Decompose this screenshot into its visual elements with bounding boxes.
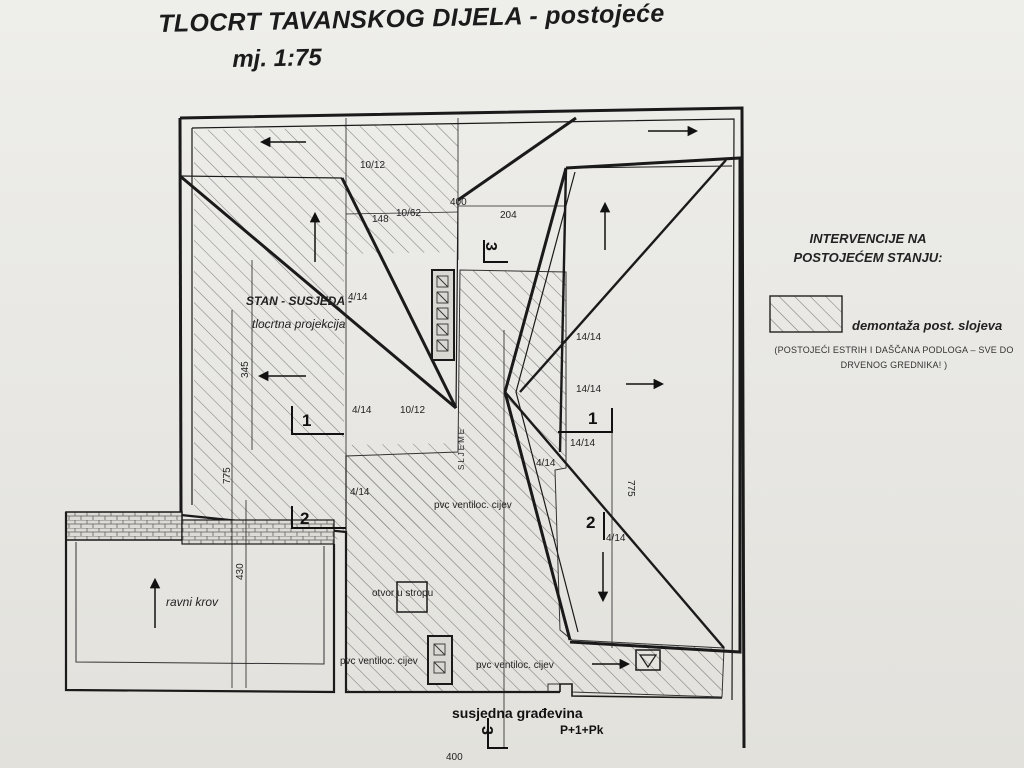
neighbor-building-floors: P+1+Pk [560, 723, 604, 737]
section-2-right: 2 [586, 513, 595, 532]
section-1-right: 1 [588, 409, 597, 428]
chimney-lower [427, 635, 453, 685]
chimney-upper [431, 269, 455, 361]
legend-hatch-swatch [769, 295, 843, 333]
vent-label-left: pvc ventiloc. cijev [340, 656, 418, 667]
demolition-area-center [345, 269, 725, 698]
flat-roof [64, 511, 336, 694]
dim-400-bottom: 400 [446, 752, 463, 763]
beam-1414-a: 14/14 [576, 332, 601, 343]
beam-1414-c: 14/14 [570, 438, 595, 449]
outer-walls [178, 106, 746, 749]
flat-roof-label: ravni krov [166, 595, 219, 609]
slope-arrows [149, 125, 699, 670]
beam-1012-top: 10/12 [360, 160, 385, 171]
dim-148: 148 [372, 214, 389, 225]
demolition-area-left [194, 128, 456, 540]
dim-775-right: 775 [625, 480, 636, 497]
beam-414-c: 4/14 [350, 487, 370, 498]
dim-1062: 10/62 [396, 208, 421, 219]
section-3-top: 3 [482, 242, 499, 251]
neighbor-building-label: susjedna građevina [452, 705, 583, 721]
section-2-left: 2 [300, 509, 309, 528]
dim-400-top: 400 [450, 197, 467, 208]
ridge-label: SLJEME [457, 427, 466, 470]
dim-345: 345 [240, 361, 251, 378]
ceiling-opening-label: otvor u stropu [372, 588, 433, 599]
dim-430: 430 [235, 563, 246, 580]
vent-label-center: pvc ventiloc. cijev [434, 500, 512, 511]
section-1-left: 1 [302, 411, 311, 430]
vent-symbol [635, 649, 661, 671]
section-3-bottom: 3 [478, 726, 495, 735]
legend-heading: INTERVENCIJE NA POSTOJEĆEM STANJU: [793, 231, 943, 265]
beam-414-a: 4/14 [348, 292, 368, 303]
vent-label-right: pvc ventiloc. cijev [476, 660, 554, 671]
bracing-lines [504, 159, 727, 649]
beam-414-d: 4/14 [536, 458, 556, 469]
section-markers [291, 240, 613, 749]
beam-414-b: 4/14 [352, 405, 372, 416]
beam-1414-b: 14/14 [576, 384, 601, 395]
dim-204: 204 [500, 210, 517, 221]
dimension-lines [231, 118, 613, 748]
legend-item-label: demontaža post. slojeva [852, 318, 1003, 333]
ceiling-opening [396, 581, 428, 613]
demolition-area-top [344, 124, 458, 254]
dim-775-left: 775 [222, 467, 233, 484]
beam-1012-mid: 10/12 [400, 405, 425, 416]
neighbor-flat-label: STAN - SUSJEDA - [246, 294, 353, 308]
legend-item-note: (POSTOJEĆI ESTRIH I DAŠČANA PODLOGA – SV… [774, 345, 1014, 370]
beam-414-e: 4/14 [606, 533, 626, 544]
neighbor-flat-sublabel: tlocrtna projekcija [252, 317, 346, 331]
left-roof-lines [179, 116, 577, 410]
